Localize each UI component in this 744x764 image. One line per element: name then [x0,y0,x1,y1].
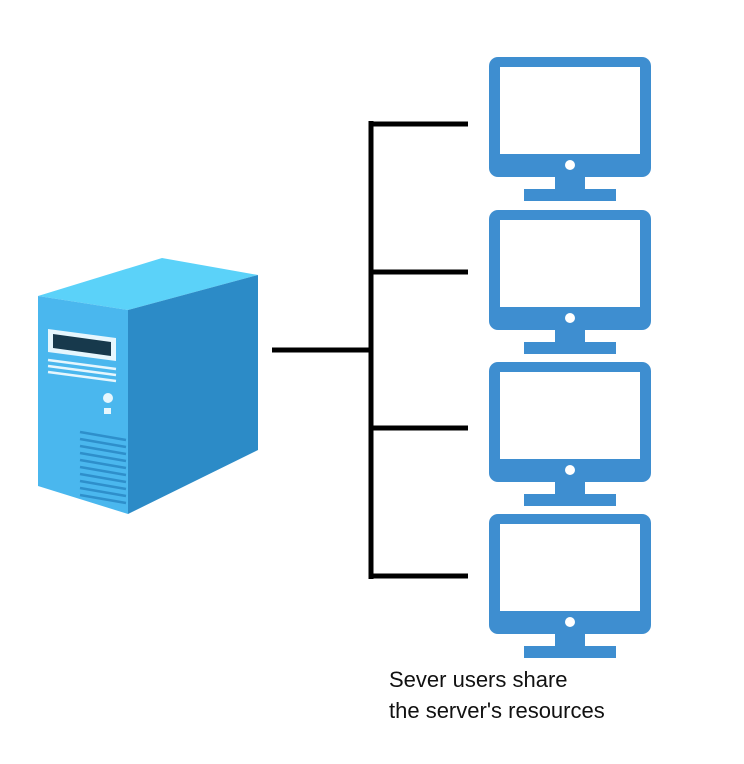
server-slot-lines [47,358,117,383]
network-connectors [272,121,468,579]
server-led [104,408,111,414]
diagram-caption: Sever users share the server's resources [389,664,729,726]
client-monitors [489,57,651,658]
server-top-face [38,258,258,310]
caption-line-1: Sever users share [389,667,568,692]
monitor-icon [489,57,651,201]
server-tower-icon [38,258,258,514]
monitor-icon [489,514,651,658]
monitor-icon [489,362,651,506]
server-power-button [103,393,113,403]
server-drive-slot [53,334,111,356]
caption-line-2: the server's resources [389,698,605,723]
server-vents [79,430,127,505]
monitor-icon [489,210,651,354]
server-side-face [128,275,258,514]
